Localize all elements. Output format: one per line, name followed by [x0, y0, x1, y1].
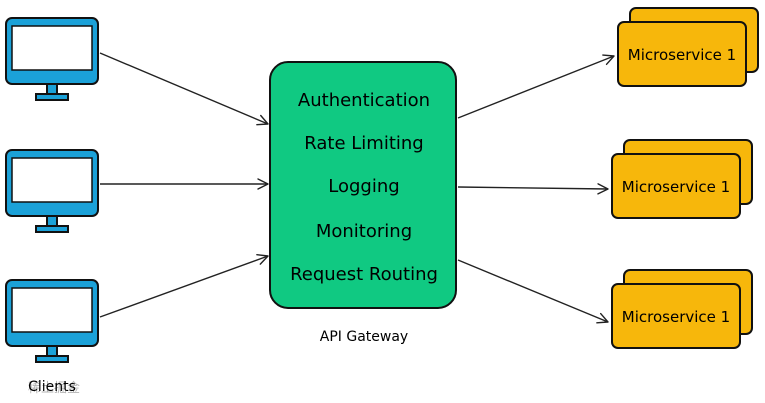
arrow-gateway-to-service-3: [457, 259, 609, 324]
api-gateway-caption: API Gateway: [320, 329, 408, 345]
monitor-icon: [5, 279, 99, 363]
gateway-feature-request-routing: Request Routing: [290, 264, 438, 285]
microservice-stack-1: Microservice 1: [617, 7, 759, 87]
client-monitor-2: [5, 149, 99, 233]
gateway-feature-authentication: Authentication: [298, 90, 430, 111]
microservice-label: Microservice 1: [628, 46, 736, 64]
client-monitor-1: [5, 17, 99, 101]
gateway-feature-logging: Logging: [328, 176, 399, 197]
arrow-gateway-to-service-1: [457, 54, 615, 119]
arrow-client-3-to-gateway: [99, 254, 269, 318]
monitor-icon: [5, 17, 99, 101]
arrow-client-1-to-gateway: [99, 52, 269, 126]
client-monitor-3: [5, 279, 99, 363]
watermark-text: 稀土掘金: [28, 380, 80, 396]
clients-caption: Clients: [28, 379, 76, 395]
microservice-stack-3: Microservice 1: [611, 269, 753, 349]
gateway-feature-monitoring: Monitoring: [316, 221, 412, 242]
microservice-stack-2: Microservice 1: [611, 139, 753, 219]
microservice-label: Microservice 1: [622, 178, 730, 196]
arrow-gateway-to-service-2: [457, 183, 609, 195]
api-gateway-box: [269, 61, 457, 309]
microservice-label: Microservice 1: [622, 308, 730, 326]
monitor-icon: [5, 149, 99, 233]
gateway-feature-rate-limiting: Rate Limiting: [304, 133, 423, 154]
